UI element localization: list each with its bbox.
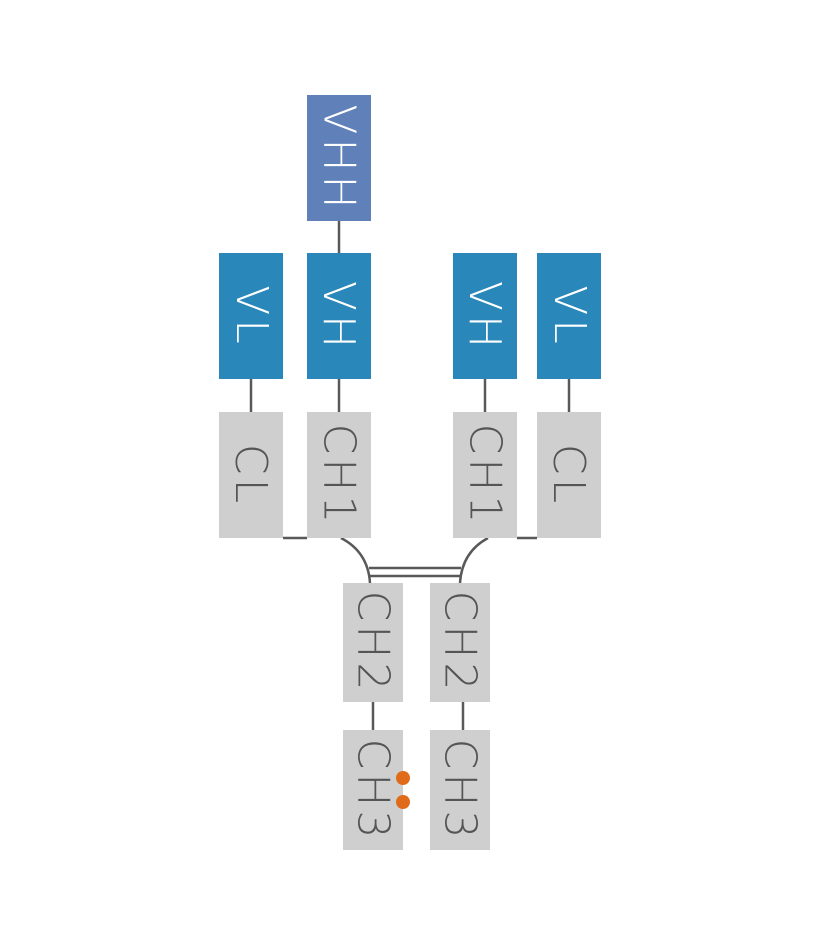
- left-ch2-label: CH2: [347, 590, 399, 695]
- left-ch3-domain: CH3: [343, 730, 403, 850]
- right-ch3-label: CH3: [434, 738, 486, 842]
- hinge-right: [458, 536, 489, 584]
- left-vh-label: VH: [313, 280, 365, 352]
- right-ch2-label: CH2: [434, 590, 486, 695]
- right-vh-label: VH: [459, 280, 511, 352]
- right-ch2-domain: CH2: [430, 583, 490, 702]
- mutation-dot: [396, 771, 410, 785]
- left-ch1-domain: CH1: [307, 412, 371, 538]
- right-cl-label: CL: [543, 443, 595, 507]
- left-vl-label: VL: [225, 284, 277, 348]
- right-ch3-domain: CH3: [430, 730, 490, 850]
- vhh-domain: VHH: [307, 95, 371, 221]
- left-vh-domain: VH: [307, 253, 371, 379]
- mutation-dot: [396, 795, 410, 809]
- left-ch3-label: CH3: [347, 738, 399, 842]
- right-ch1-domain: CH1: [453, 412, 517, 538]
- left-cl-domain: CL: [219, 412, 283, 538]
- left-cl-label: CL: [225, 443, 277, 507]
- right-vl-label: VL: [543, 284, 595, 348]
- right-vl-domain: VL: [537, 253, 601, 379]
- right-vh-domain: VH: [453, 253, 517, 379]
- left-ch2-domain: CH2: [343, 583, 403, 702]
- right-cl-domain: CL: [537, 412, 601, 538]
- left-vl-domain: VL: [219, 253, 283, 379]
- left-ch1-label: CH1: [313, 423, 365, 527]
- hinge-left: [340, 536, 372, 584]
- vhh-label: VHH: [313, 103, 365, 213]
- right-ch1-label: CH1: [459, 423, 511, 527]
